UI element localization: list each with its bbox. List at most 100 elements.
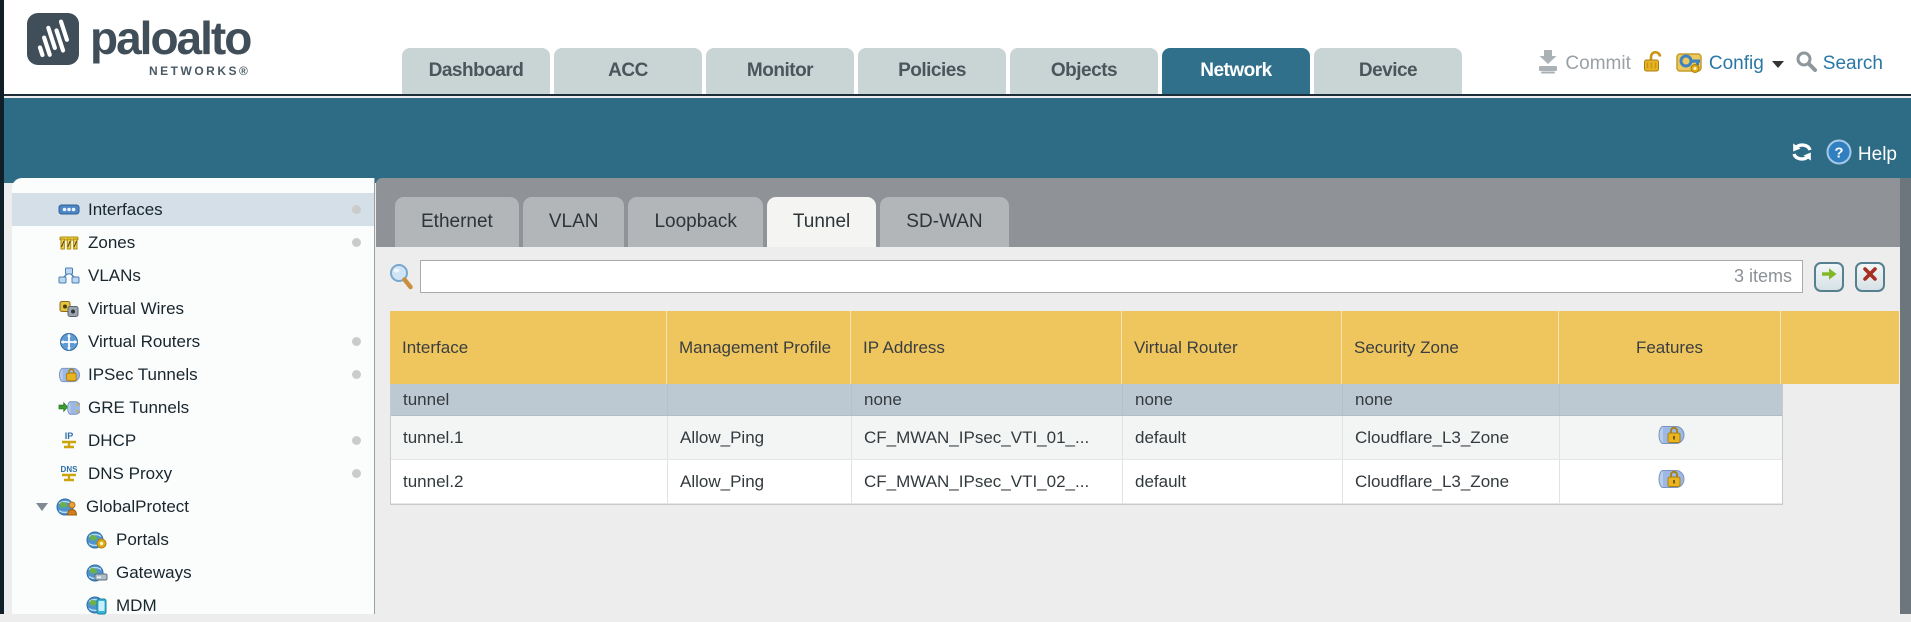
sidebar-item-label: IPSec Tunnels bbox=[88, 364, 198, 384]
status-dot bbox=[352, 436, 361, 445]
chevron-down-icon bbox=[1771, 60, 1784, 68]
commit-icon bbox=[1537, 49, 1559, 79]
sidebar-item-dns-proxy[interactable]: DNS DNS Proxy bbox=[12, 457, 374, 490]
cell-security-zone: Cloudflare_L3_Zone bbox=[1343, 460, 1560, 503]
status-dot bbox=[352, 205, 361, 214]
sidebar-item-vlans[interactable]: VLANs bbox=[12, 259, 374, 292]
main-nav-tab-objects[interactable]: Objects bbox=[1010, 48, 1158, 94]
sidebar-item-label: Zones bbox=[88, 232, 136, 252]
refresh-icon[interactable] bbox=[1790, 142, 1814, 167]
sidebar-item-label: MDM bbox=[116, 595, 157, 615]
filter-input[interactable] bbox=[431, 266, 1734, 287]
main-nav-tab-acc[interactable]: ACC bbox=[554, 48, 702, 94]
search-icon bbox=[1796, 51, 1817, 77]
main-nav-tab-dashboard[interactable]: Dashboard bbox=[402, 48, 550, 94]
cell-security-zone: none bbox=[1343, 384, 1560, 415]
main-nav-tab-monitor[interactable]: Monitor bbox=[706, 48, 854, 94]
column-header-interface[interactable]: Interface bbox=[390, 311, 667, 384]
filter-search-box: 3 items bbox=[420, 260, 1803, 293]
cell-management-profile bbox=[668, 384, 852, 415]
sidebar-item-gre-tunnels[interactable]: GRE Tunnels bbox=[12, 391, 374, 424]
apply-filter-button[interactable] bbox=[1814, 261, 1844, 292]
column-header-management-profile[interactable]: Management Profile bbox=[667, 311, 851, 384]
cell-interface[interactable]: tunnel.2 bbox=[391, 460, 668, 503]
tab-sd-wan[interactable]: SD-WAN bbox=[880, 197, 1009, 247]
status-dot bbox=[352, 337, 361, 346]
tab-loopback[interactable]: Loopback bbox=[628, 197, 763, 247]
header-actions: Commit Config bbox=[1537, 49, 1883, 79]
main-nav-tab-label: Objects bbox=[1050, 60, 1118, 81]
features-lock-icon bbox=[1657, 468, 1685, 495]
cell-interface[interactable]: tunnel bbox=[391, 384, 668, 415]
help-label[interactable]: Help bbox=[1857, 143, 1897, 165]
portals-icon bbox=[86, 531, 108, 549]
sidebar-item-globalprotect[interactable]: GlobalProtect bbox=[12, 490, 374, 523]
search-label: Search bbox=[1822, 53, 1883, 74]
cell-virtual-router: none bbox=[1123, 384, 1343, 415]
search-button[interactable]: Search bbox=[1796, 51, 1883, 77]
sidebar-item-portals[interactable]: Portals bbox=[12, 523, 374, 556]
clear-filter-button[interactable] bbox=[1855, 261, 1885, 292]
sidebar-item-virtual-routers[interactable]: Virtual Routers bbox=[12, 325, 374, 358]
column-header-virtual-router[interactable]: Virtual Router bbox=[1122, 311, 1342, 384]
cell-features bbox=[1560, 384, 1782, 415]
filter-row: 3 items bbox=[388, 260, 1885, 293]
teal-toolbar: ? Help bbox=[4, 98, 1911, 183]
cell-management-profile: Allow_Ping bbox=[668, 460, 852, 503]
help-icon[interactable]: ? bbox=[1826, 139, 1852, 170]
virtual-wires-icon bbox=[58, 300, 80, 318]
tab-tunnel[interactable]: Tunnel bbox=[766, 197, 877, 247]
ipsec-tunnels-icon bbox=[58, 366, 80, 384]
cell-interface[interactable]: tunnel.1 bbox=[391, 416, 668, 459]
column-header-features[interactable]: Features bbox=[1559, 311, 1781, 384]
dhcp-icon: IP bbox=[58, 431, 80, 450]
status-dot bbox=[352, 469, 361, 478]
cell-features bbox=[1560, 416, 1782, 459]
interface-type-tab-label: VLAN bbox=[548, 211, 599, 232]
column-header-filler bbox=[1781, 311, 1897, 384]
gre-tunnels-icon bbox=[58, 399, 80, 417]
sidebar-item-label: DNS Proxy bbox=[88, 463, 173, 483]
cell-virtual-router: default bbox=[1123, 416, 1343, 459]
main-nav-tab-network[interactable]: Network bbox=[1162, 48, 1310, 94]
main-nav-tab-policies[interactable]: Policies bbox=[858, 48, 1006, 94]
paloalto-logo-icon bbox=[26, 12, 80, 71]
cell-ip-address: none bbox=[852, 384, 1123, 415]
items-count-label: 3 items bbox=[1733, 266, 1792, 286]
column-header-ip-address[interactable]: IP Address bbox=[851, 311, 1122, 384]
column-header-security-zone[interactable]: Security Zone bbox=[1342, 311, 1559, 384]
tab-ethernet[interactable]: Ethernet bbox=[395, 197, 519, 247]
sidebar-item-interfaces[interactable]: Interfaces bbox=[12, 193, 374, 226]
main-nav-tab-label: Policies bbox=[898, 60, 966, 81]
status-dot bbox=[352, 238, 361, 247]
app-header: paloalto NETWORKS® Dashboard ACC Monitor… bbox=[4, 0, 1911, 96]
interface-type-tab-label: Ethernet bbox=[421, 211, 493, 232]
network-sidebar: Interfaces Zones VLANs Virtual Wires Vir… bbox=[12, 178, 375, 615]
main-nav-tab-device[interactable]: Device bbox=[1314, 48, 1462, 94]
green-arrow-icon bbox=[1821, 267, 1837, 286]
tab-vlan[interactable]: VLAN bbox=[522, 197, 625, 247]
sidebar-item-dhcp[interactable]: IP DHCP bbox=[12, 424, 374, 457]
sidebar-item-zones[interactable]: Zones bbox=[12, 226, 374, 259]
config-menu-button[interactable]: Config bbox=[1676, 50, 1784, 79]
sidebar-item-label: Virtual Wires bbox=[88, 298, 185, 318]
gateways-icon bbox=[86, 564, 108, 582]
commit-button[interactable]: Commit bbox=[1537, 49, 1631, 79]
lock-icon[interactable] bbox=[1643, 50, 1664, 79]
sidebar-item-ipsec-tunnels[interactable]: IPSec Tunnels bbox=[12, 358, 374, 391]
expand-caret-icon[interactable] bbox=[36, 502, 48, 511]
sidebar-item-virtual-wires[interactable]: Virtual Wires bbox=[12, 292, 374, 325]
sidebar-item-mdm[interactable]: MDM bbox=[12, 589, 374, 622]
window-right-edge bbox=[1900, 178, 1911, 614]
interface-type-tab-label: SD-WAN bbox=[906, 211, 983, 232]
sidebar-item-gateways[interactable]: Gateways bbox=[12, 556, 374, 589]
vlans-icon bbox=[58, 267, 80, 285]
cell-ip-address: CF_MWAN_IPsec_VTI_01_... bbox=[852, 416, 1123, 459]
brand-sub-name: NETWORKS® bbox=[149, 64, 251, 78]
sidebar-item-label: Portals bbox=[116, 529, 169, 549]
